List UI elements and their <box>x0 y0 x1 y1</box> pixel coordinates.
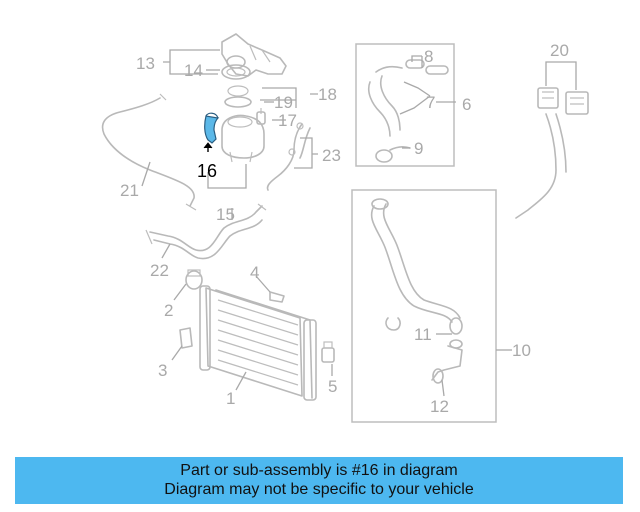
sensor-2 <box>185 269 203 290</box>
callout-7: 7 <box>426 93 435 112</box>
thermostat-housing <box>221 33 287 77</box>
connector-12 <box>431 339 463 384</box>
callout-15: 15 <box>216 205 235 224</box>
o-ring-19 <box>224 85 252 108</box>
callout-18: 18 <box>318 85 337 104</box>
plug-5 <box>321 341 335 363</box>
banner-line-2: Diagram may not be specific to your vehi… <box>164 481 474 498</box>
callout-3: 3 <box>158 361 167 380</box>
callout-14: 14 <box>184 61 203 80</box>
banner-line-1: Part or sub-assembly is #16 in diagram <box>180 462 458 479</box>
callout-21: 21 <box>120 181 139 200</box>
bracket-3 <box>179 327 193 349</box>
callout-10: 10 <box>512 341 531 360</box>
callout-12: 12 <box>430 397 449 416</box>
callout-6: 6 <box>462 95 471 114</box>
callout-5: 5 <box>328 377 337 396</box>
group-box-6 <box>355 43 455 167</box>
hoses-23 <box>266 122 311 191</box>
cap-17 <box>256 108 266 125</box>
group-box-10 <box>351 189 497 423</box>
callout-16: 16 <box>197 161 217 181</box>
leader-lines <box>141 49 577 397</box>
callout-11: 11 <box>414 325 432 344</box>
radiator-1 <box>199 285 317 401</box>
part-16-highlighted <box>203 112 220 152</box>
callout-22: 22 <box>150 261 169 280</box>
group-20 <box>515 87 589 219</box>
callout-1: 1 <box>226 389 235 408</box>
parts-diagram: 13 14 18 19 17 23 16 21 15 22 4 2 3 5 1 … <box>101 33 589 423</box>
info-banner: Part or sub-assembly is #16 in diagram D… <box>15 457 623 504</box>
hose-21 <box>101 93 197 211</box>
callout-19: 19 <box>274 93 293 112</box>
callout-17: 17 <box>278 111 297 130</box>
callout-4: 4 <box>250 263 259 282</box>
sensor-4 <box>269 291 285 303</box>
coolant-pipe-15 <box>145 203 267 260</box>
hose-10 <box>370 198 463 335</box>
callout-9: 9 <box>414 139 423 158</box>
callout-8: 8 <box>424 47 433 66</box>
gasket-14 <box>221 64 251 80</box>
callout-23: 23 <box>322 146 341 165</box>
callout-13: 13 <box>136 54 155 73</box>
callout-2: 2 <box>164 301 173 320</box>
callout-20: 20 <box>550 41 569 60</box>
callout-labels: 13 14 18 19 17 23 16 21 15 22 4 2 3 5 1 … <box>120 41 569 416</box>
clip-11 <box>385 317 401 331</box>
expansion-tank <box>221 114 265 163</box>
